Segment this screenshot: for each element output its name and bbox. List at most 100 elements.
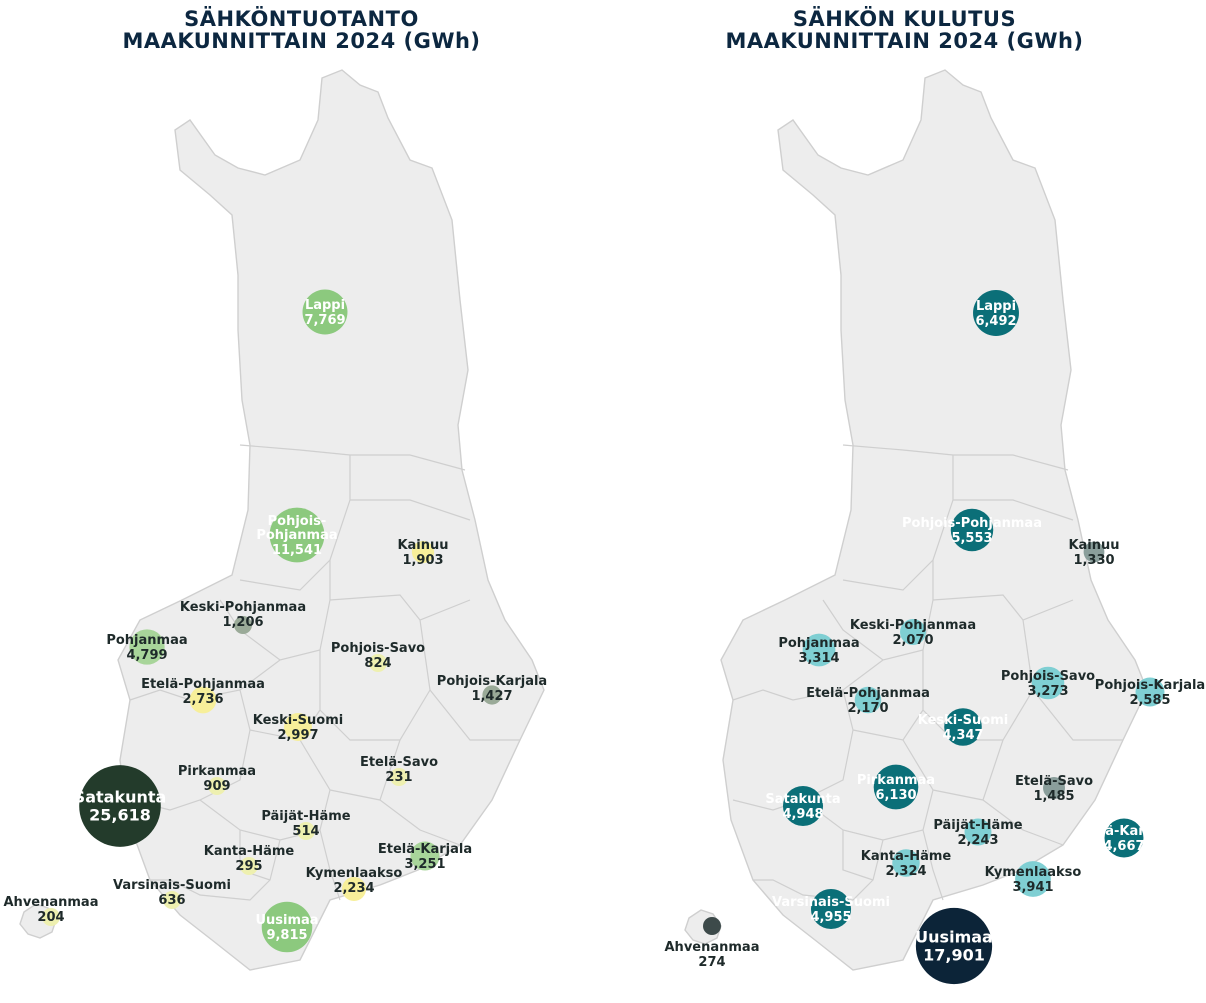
- label-etela-karjala-name: Etelä-Karjala: [378, 842, 472, 857]
- bubble-pohjois-savo: [369, 654, 387, 672]
- label-pirkanmaa-value: 6,130: [875, 788, 916, 803]
- label-kymenlaakso-name: Kymenlaakso: [985, 865, 1082, 880]
- label-kanta-hame-value: 295: [235, 859, 262, 874]
- bubble-pirkanmaa: [873, 764, 919, 810]
- label-keski-suomi-value: 2,997: [277, 728, 318, 743]
- label-varsinais-suomi-value: 4,955: [810, 910, 851, 925]
- label-kanta-hame-name: Kanta-Häme: [861, 849, 952, 864]
- bubble-etela-pohjanmaa: [189, 686, 217, 714]
- production-title-line-2: MAAKUNNITTAIN 2024 (GWh): [122, 29, 481, 53]
- label-pohjois-pohjanmaa-value: 5,553: [951, 531, 992, 546]
- label-kainuu-name: Kainuu: [397, 538, 448, 553]
- label-ahvenanmaa-value: 274: [698, 955, 725, 970]
- consumption-map-title: SÄHKÖN KULUTUS MAAKUNNITTAIN 2024 (GWh): [603, 8, 1206, 52]
- label-etela-savo-value: 231: [385, 770, 412, 785]
- finland-mainland-shape: [720, 69, 1148, 971]
- label-paijat-hame-value: 2,243: [957, 833, 998, 848]
- label-ahvenanmaa-name: Ahvenanmaa: [665, 940, 760, 955]
- label-pirkanmaa-name: Pirkanmaa: [857, 773, 935, 788]
- label-pirkanmaa-value: 909: [203, 779, 230, 794]
- bubble-keski-pohjanmaa: [900, 619, 926, 645]
- label-keski-suomi-value: 4,347: [942, 728, 983, 743]
- bubble-kainuu: [411, 540, 435, 564]
- label-pirkanmaa-name: Pirkanmaa: [178, 764, 256, 779]
- label-ahvenanmaa-name: Ahvenanmaa: [4, 895, 99, 910]
- label-paijat-hame-value: 514: [292, 824, 319, 839]
- label-varsinais-suomi-value: 636: [158, 893, 185, 908]
- bubble-etela-savo: [1043, 777, 1065, 799]
- bubble-etela-karjala: [1104, 818, 1144, 858]
- consumption-title-line-1: SÄHKÖN KULUTUS: [792, 7, 1017, 31]
- label-kanta-hame-name: Kanta-Häme: [204, 844, 295, 859]
- bubble-varsinais-suomi: [163, 891, 181, 909]
- bubble-pohjois--pohjanmaa: [269, 507, 325, 563]
- label-pohjanmaa-name: Pohjanmaa: [778, 636, 859, 651]
- label-lappi-name: Lappi: [305, 298, 345, 313]
- bubble-keski-pohjanmaa: [234, 616, 252, 634]
- label-satakunta-value: 4,948: [782, 807, 823, 822]
- bubble-ahvenanmaa: [42, 908, 60, 926]
- label-pohjanmaa-value: 4,799: [126, 648, 167, 663]
- label-uusimaa-name: Uusimaa: [915, 928, 993, 947]
- bubble-varsinais-suomi: [810, 888, 852, 930]
- label-etela-savo-name: Etelä-Savo: [1015, 774, 1093, 789]
- label-lappi-name: Lappi: [976, 299, 1016, 314]
- bubble-keski-suomi: [944, 708, 982, 746]
- label-pohjois-savo-value: 824: [364, 656, 391, 671]
- bubble-kanta-hame: [240, 857, 258, 875]
- label-varsinais-suomi-name: Varsinais-Suomi: [772, 895, 890, 910]
- label-etela-pohjanmaa-value: 2,736: [182, 692, 223, 707]
- label-kainuu-value: 1,330: [1073, 553, 1114, 568]
- label-uusimaa-value: 17,901: [923, 946, 985, 965]
- label-keski-pohjanmaa-name: Keski-Pohjanmaa: [180, 600, 306, 615]
- label-keski-pohjanmaa-value: 1,206: [222, 615, 263, 630]
- label-paijat-hame-name: Päijät-Häme: [933, 818, 1022, 833]
- finland-mainland-shape: [117, 69, 545, 971]
- label-keski-pohjanmaa-name: Keski-Pohjanmaa: [850, 618, 976, 633]
- bubble-kymenlaakso: [341, 876, 367, 902]
- finland-outline: [684, 69, 1148, 971]
- label-kainuu-value: 1,903: [402, 553, 443, 568]
- bubble-satakunta: [782, 785, 824, 827]
- label-pohjois-pohjanmaa-name: Pohjois-Pohjanmaa: [902, 516, 1042, 531]
- label-uusimaa-name: Uusimaa: [255, 913, 318, 928]
- label-pohjois-karjala-name: Pohjois-Karjala: [1095, 678, 1205, 693]
- bubble-uusimaa: [261, 901, 313, 953]
- label-pohjois--pohjanmaa-name: Pohjois-Pohjanmaa: [256, 514, 337, 543]
- bubble-lappi: [302, 289, 348, 335]
- bubble-etela-savo: [390, 768, 408, 786]
- label-keski-suomi-name: Keski-Suomi: [918, 713, 1008, 728]
- bubble-kymenlaakso: [1015, 861, 1051, 897]
- bubble-uusimaa: [915, 907, 993, 985]
- bubble-paijat-hame: [297, 822, 315, 840]
- label-pohjois-savo-value: 3,273: [1027, 684, 1068, 699]
- label-pohjois-savo-name: Pohjois-Savo: [331, 641, 425, 656]
- bubble-pohjois-karjala: [1135, 677, 1165, 707]
- label-ahvenanmaa-value: 204: [37, 910, 64, 925]
- label-etela-pohjanmaa-value: 2,170: [847, 701, 888, 716]
- bubble-pohjois-savo: [1031, 666, 1065, 700]
- bubble-paijat-hame: [964, 818, 992, 846]
- bubble-etela-karjala: [410, 841, 440, 871]
- label-keski-suomi-name: Keski-Suomi: [253, 713, 343, 728]
- label-lappi-value: 7,769: [304, 313, 345, 328]
- label-pohjois-karjala-value: 2,585: [1129, 693, 1170, 708]
- bubble-etela-pohjanmaa: [854, 686, 882, 714]
- label-kymenlaakso-value: 3,941: [1012, 880, 1053, 895]
- bubble-kainuu: [1083, 541, 1105, 563]
- label-satakunta-value: 25,618: [89, 806, 151, 825]
- bubble-kanta-hame: [892, 849, 920, 877]
- label-pohjois--pohjanmaa-value: 11,541: [272, 543, 322, 558]
- label-satakunta-name: Satakunta: [765, 792, 840, 807]
- label-kainuu-name: Kainuu: [1068, 538, 1119, 553]
- label-varsinais-suomi-name: Varsinais-Suomi: [113, 878, 231, 893]
- label-etela-karjala-name: Etelä-Karjala: [1077, 824, 1171, 839]
- label-uusimaa-value: 9,815: [266, 928, 307, 943]
- label-satakunta-name: Satakunta: [74, 788, 167, 807]
